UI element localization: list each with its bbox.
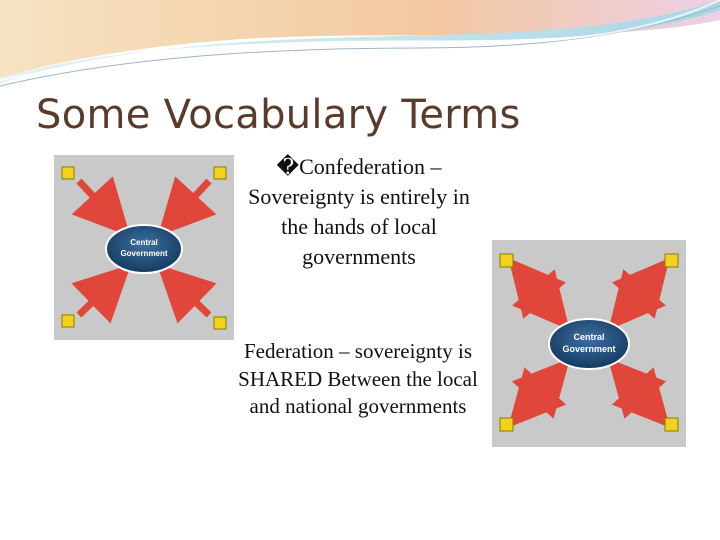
- local-government-square-top-left: [499, 253, 514, 268]
- central-government-oval: [105, 224, 183, 274]
- local-government-square-top-right: [664, 253, 679, 268]
- local-government-square-bottom-left: [499, 417, 514, 432]
- double-arrow-bottom-left: [507, 358, 571, 428]
- central-government-oval: [548, 318, 630, 370]
- arrow-bottom-right: [156, 264, 217, 324]
- local-government-square-bottom-right: [664, 417, 679, 432]
- double-arrow-top-left: [508, 257, 570, 331]
- arrow-top-right: [157, 176, 217, 237]
- arrow-top-left: [71, 176, 131, 237]
- federation-diagram: Central Government: [492, 240, 686, 447]
- central-government-label-line1: Central: [130, 238, 158, 247]
- confederation-definition: �Confederation – Sovereignty is entirely…: [248, 154, 470, 269]
- arrow-bottom-left: [71, 264, 132, 324]
- local-government-square-bottom-right: [213, 316, 227, 330]
- central-government-label-line2: Government: [562, 344, 615, 354]
- slide-title: Some Vocabulary Terms: [36, 92, 521, 138]
- local-government-square-top-left: [61, 166, 75, 180]
- local-government-square-bottom-left: [61, 314, 75, 328]
- federation-definition: Federation – sovereignty is SHARED Betwe…: [238, 339, 478, 418]
- central-government-label-line2: Government: [120, 249, 167, 258]
- double-arrow-top-right: [608, 257, 670, 331]
- central-government-label-line1: Central: [573, 332, 604, 342]
- decorative-banner: [0, 0, 720, 87]
- local-government-square-top-right: [213, 166, 227, 180]
- confederation-diagram: Central Government: [54, 155, 234, 340]
- double-arrow-bottom-right: [607, 358, 671, 428]
